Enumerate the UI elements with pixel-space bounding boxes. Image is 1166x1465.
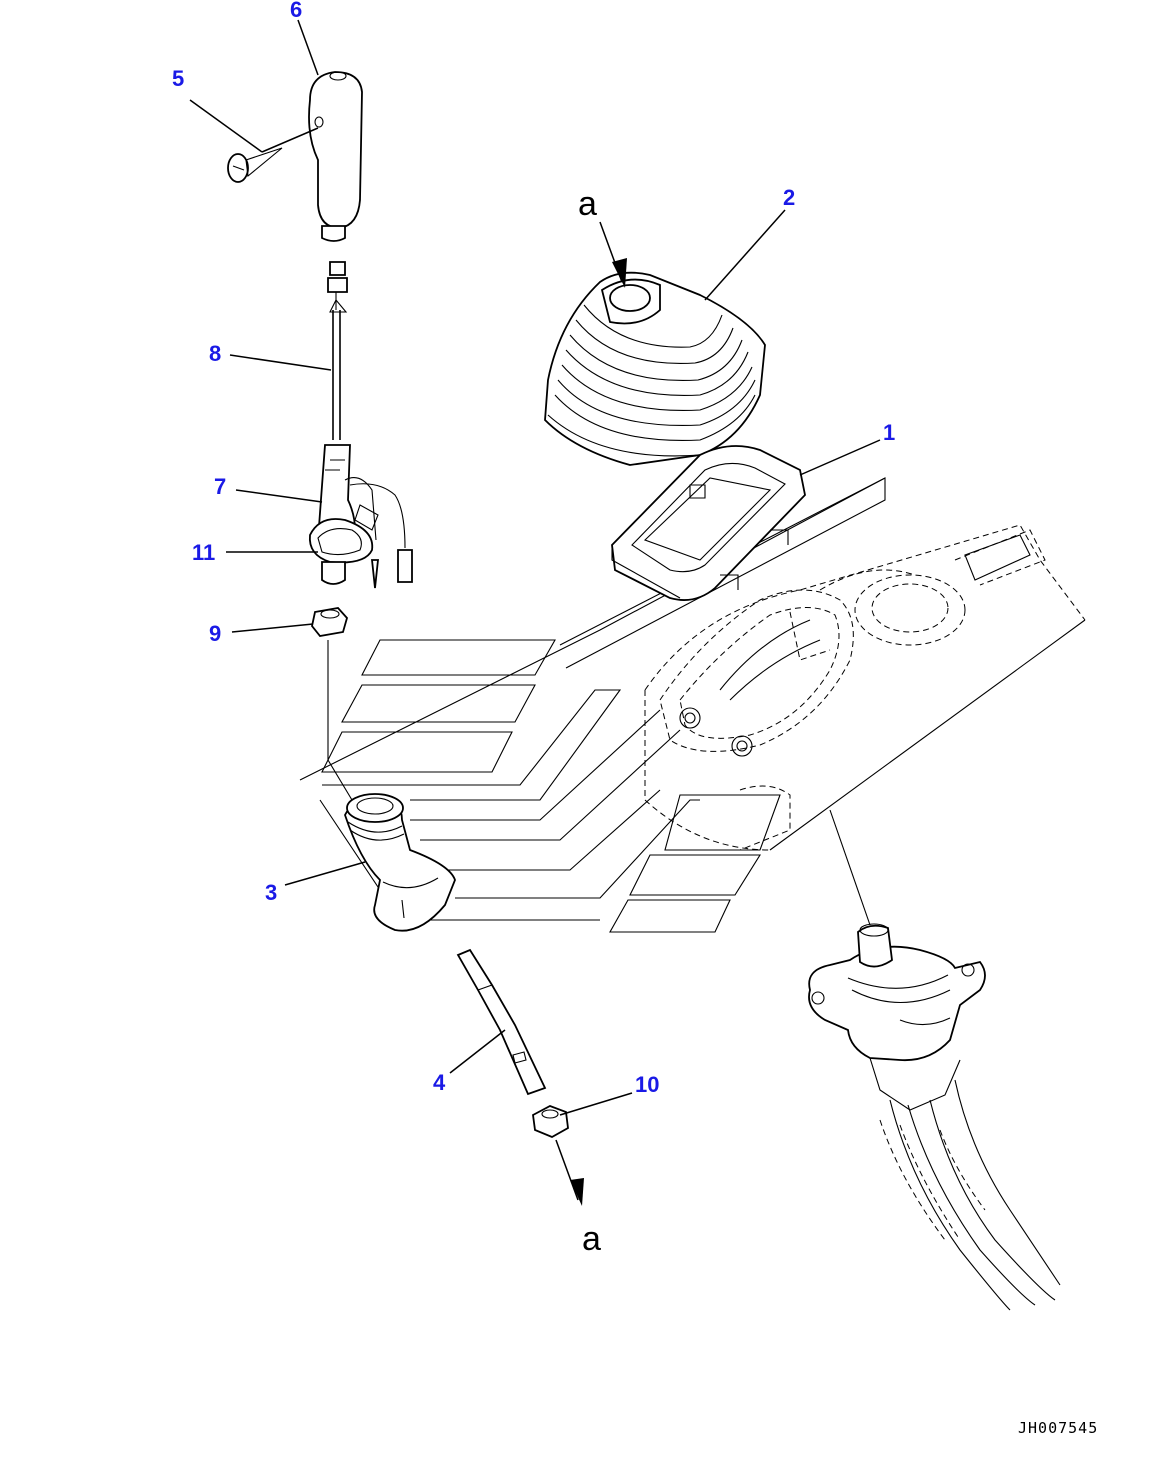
view-arrow-top-head — [612, 258, 627, 288]
nut-top — [311, 607, 349, 637]
callout-7: 7 — [214, 474, 226, 499]
view-arrow-bottom-line — [555, 1139, 579, 1201]
callout-labels: 1 2 3 4 5 6 7 8 9 10 11 a a JH007545 — [172, 0, 1098, 1437]
callout-9: 9 — [209, 621, 221, 646]
callout-5: 5 — [172, 66, 184, 91]
view-ref-top: a — [578, 185, 597, 223]
screw — [227, 147, 283, 183]
console-frame — [299, 477, 1086, 851]
callout-10: 10 — [635, 1072, 659, 1097]
adapter — [344, 793, 456, 932]
callout-8: 8 — [209, 341, 221, 366]
callout-2: 2 — [783, 185, 795, 210]
callout-11: 11 — [192, 540, 215, 565]
center-line-upper — [327, 640, 356, 806]
tube — [456, 948, 547, 1096]
lever-base — [308, 444, 413, 589]
callout-1: 1 — [883, 420, 895, 445]
callout-4: 4 — [433, 1070, 446, 1095]
lever-knob — [308, 71, 363, 242]
callout-6: 6 — [290, 0, 302, 22]
nut-bottom — [532, 1105, 569, 1138]
pilot-valve — [808, 809, 1061, 1311]
plate-frame — [611, 445, 806, 601]
leader-lines — [189, 19, 881, 1116]
rubber-boot — [544, 271, 766, 466]
drawing-code: JH007545 — [1018, 1419, 1098, 1437]
mount-base — [659, 589, 854, 757]
lever-rod — [327, 261, 348, 440]
view-ref-bottom: a — [582, 1220, 601, 1258]
callout-3: 3 — [265, 880, 277, 905]
view-arrow-bottom-head — [570, 1178, 584, 1206]
